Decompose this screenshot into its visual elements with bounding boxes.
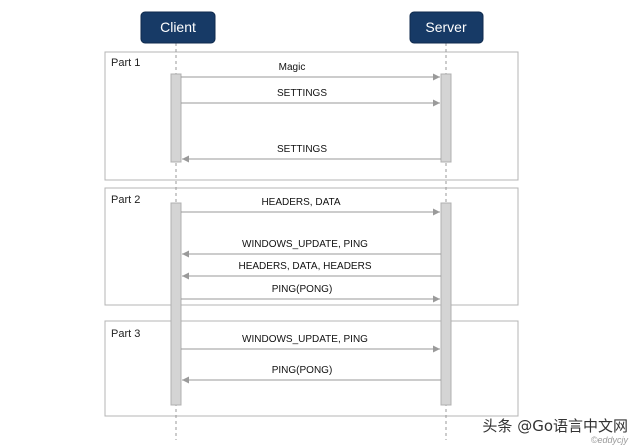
server-activation-1 <box>440 73 452 163</box>
message-windows-update-ping-server: WINDOWS_UPDATE, PING <box>182 239 441 258</box>
part-1-box <box>104 51 519 181</box>
client-actor: Client <box>140 11 216 44</box>
message-label: SETTINGS <box>277 88 327 99</box>
client-activation-1 <box>170 73 182 163</box>
message-headers-data-headers: HEADERS, DATA, HEADERS <box>182 261 441 280</box>
watermark-text: 头条 @Go语言中文网 <box>482 417 628 435</box>
message-label: WINDOWS_UPDATE, PING <box>242 334 368 345</box>
message-ping-pong-server: PING(PONG) <box>182 365 441 384</box>
message-label: Magic <box>279 62 306 73</box>
part-1-label: Part 1 <box>111 57 140 69</box>
part-3-label: Part 3 <box>111 328 140 340</box>
message-label: SETTINGS <box>277 144 327 155</box>
server-actor-label: Server <box>425 19 467 35</box>
message-label: PING(PONG) <box>272 365 333 376</box>
message-ping-pong-client: PING(PONG) <box>181 284 440 303</box>
client-activation-2 <box>170 202 182 406</box>
watermark-handle: ©eddycjy <box>591 435 629 445</box>
message-windows-update-ping-client: WINDOWS_UPDATE, PING <box>181 334 440 353</box>
message-label: WINDOWS_UPDATE, PING <box>242 239 368 250</box>
part-2-label: Part 2 <box>111 194 140 206</box>
server-actor: Server <box>409 11 484 44</box>
message-label: HEADERS, DATA, HEADERS <box>239 261 372 272</box>
message-headers-data: HEADERS, DATA <box>181 197 440 216</box>
server-activation-2 <box>440 202 452 406</box>
message-settings-request: SETTINGS <box>181 88 440 107</box>
message-label: PING(PONG) <box>272 284 333 295</box>
message-settings-response: SETTINGS <box>182 144 441 163</box>
client-actor-label: Client <box>160 19 196 35</box>
message-label: HEADERS, DATA <box>261 197 340 208</box>
message-magic: Magic <box>181 62 440 81</box>
